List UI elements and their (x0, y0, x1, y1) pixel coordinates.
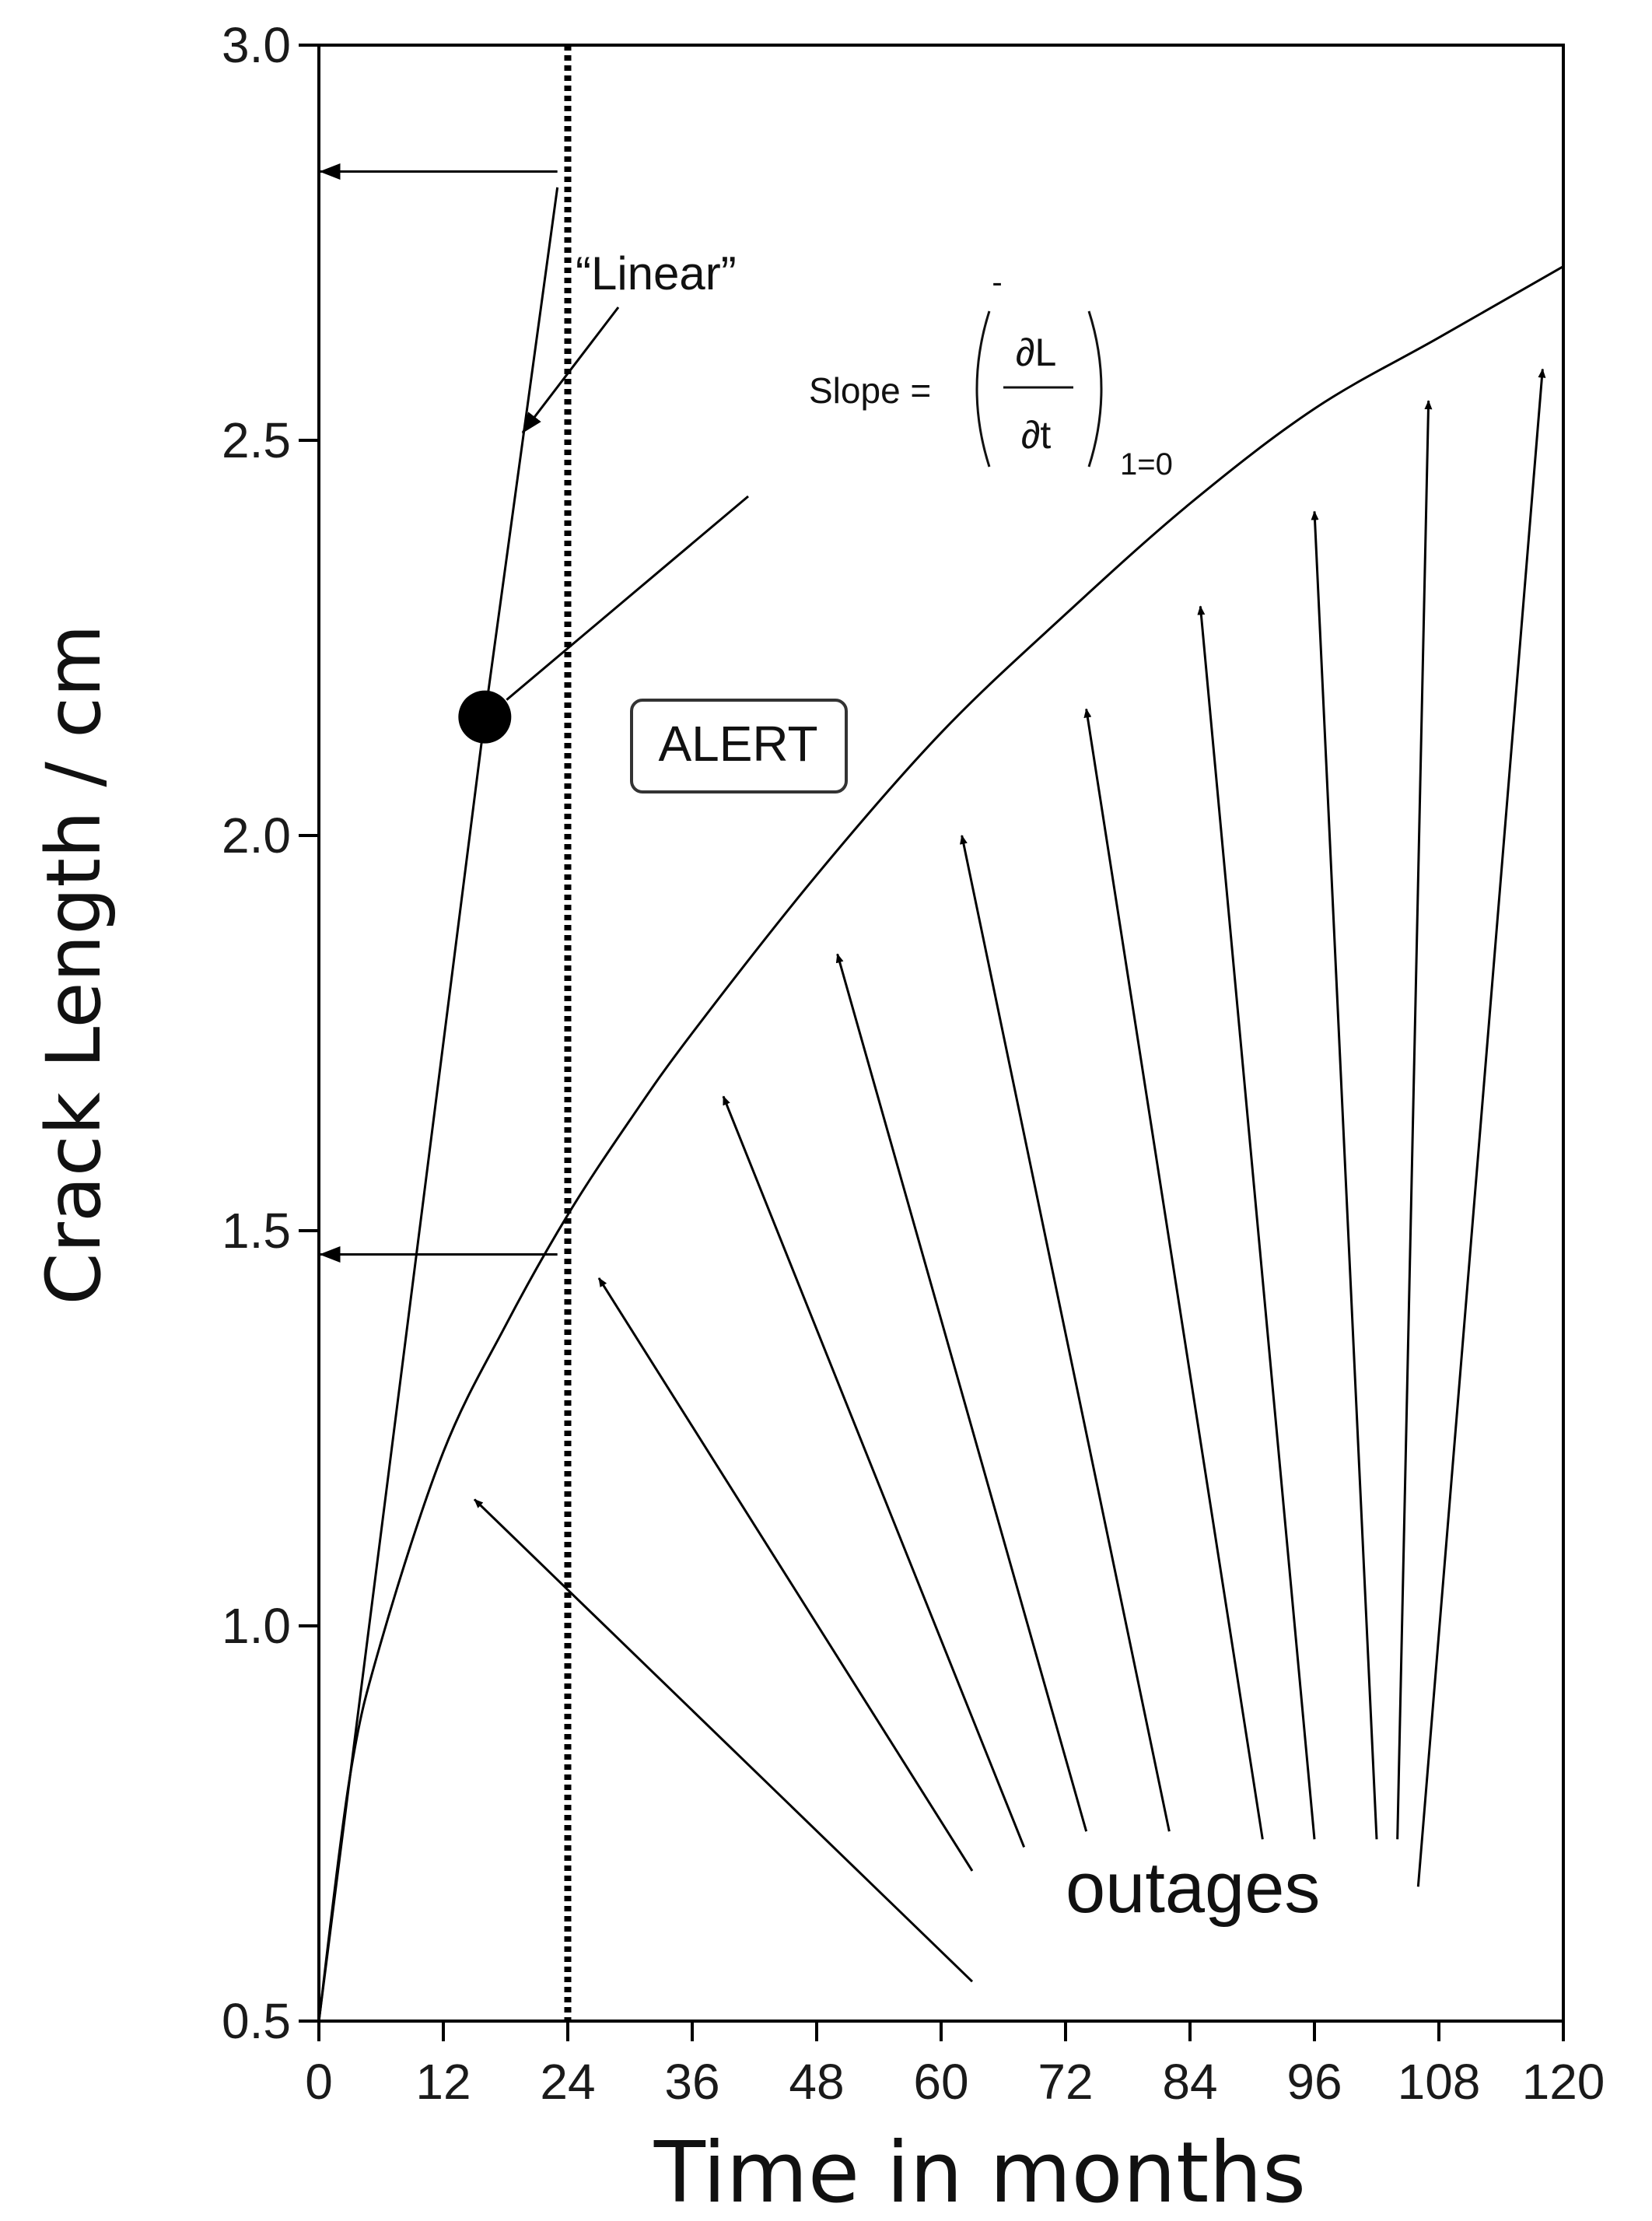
right-paren (1087, 310, 1103, 468)
linear-pointer-arrow (521, 307, 620, 434)
x-tick-label: 0 (305, 2054, 333, 2110)
outage-arrow (835, 953, 1088, 1832)
outages-label: outages (1066, 1848, 1320, 1928)
x-tick-label: 96 (1286, 2054, 1342, 2110)
outage-arrow (1311, 510, 1378, 1840)
y-tick-label: 1.0 (222, 1598, 291, 1654)
annotation-layer: Time in months Crack Length / cm “Linear… (30, 163, 1546, 2221)
outage-arrow (960, 835, 1171, 1832)
outage-arrow (597, 1277, 974, 1872)
y-axis-title: Crack Length / cm (30, 624, 117, 1305)
linear-line (317, 187, 559, 2022)
x-axis-title: Time in months (653, 2125, 1306, 2221)
x-tick-label: 108 (1398, 2054, 1481, 2110)
x-tick-label: 24 (540, 2054, 595, 2110)
plot-frame (317, 44, 1565, 2023)
outage-arrow (1416, 368, 1546, 1887)
plot-border (317, 44, 1565, 2023)
linear-label: “Linear” (576, 247, 737, 300)
x-tick-label: 48 (789, 2054, 844, 2110)
data-point (458, 690, 512, 744)
x-tick-label: 12 (415, 2054, 471, 2110)
x-tick-label: 60 (913, 2054, 968, 2110)
alert-label: ALERT (658, 716, 817, 772)
x-tick-label: 120 (1522, 2054, 1605, 2110)
x-axis: 0 12 24 36 48 60 72 84 96 108 120 (305, 2021, 1605, 2110)
growth-curve (317, 265, 1564, 2022)
slope-bar: - (992, 265, 1002, 300)
slope-denominator: ∂t (1021, 413, 1052, 457)
y-tick-label: 1.5 (222, 1203, 291, 1259)
x-tick-label: 36 (664, 2054, 719, 2110)
y-tick-label: 2.5 (222, 412, 291, 468)
x-tick-label: 72 (1038, 2054, 1093, 2110)
slope-subscript: 1=0 (1120, 447, 1173, 482)
y-tick-label: 2.0 (222, 807, 291, 864)
point-pointer-line (506, 495, 749, 701)
outage-arrow (473, 1498, 974, 1983)
slope-formula: Slope = - ∂L ∂t 1=0 (809, 265, 1173, 482)
outage-arrow (722, 1095, 1026, 1848)
outage-arrow (1396, 400, 1433, 1840)
slope-prefix: Slope = (809, 370, 931, 411)
y-axis: 0.5 1.0 1.5 2.0 2.5 3.0 (222, 17, 319, 2049)
outage-arrow (1083, 708, 1264, 1840)
series-layer (317, 45, 1564, 2022)
outage-arrow (1197, 605, 1316, 1840)
y-tick-label: 3.0 (222, 17, 291, 73)
alert-box (630, 699, 848, 793)
slope-numerator: ∂L (1016, 331, 1057, 374)
y-tick-label: 0.5 (222, 1993, 291, 2049)
left-paren (975, 310, 991, 468)
x-tick-label: 84 (1162, 2054, 1217, 2110)
